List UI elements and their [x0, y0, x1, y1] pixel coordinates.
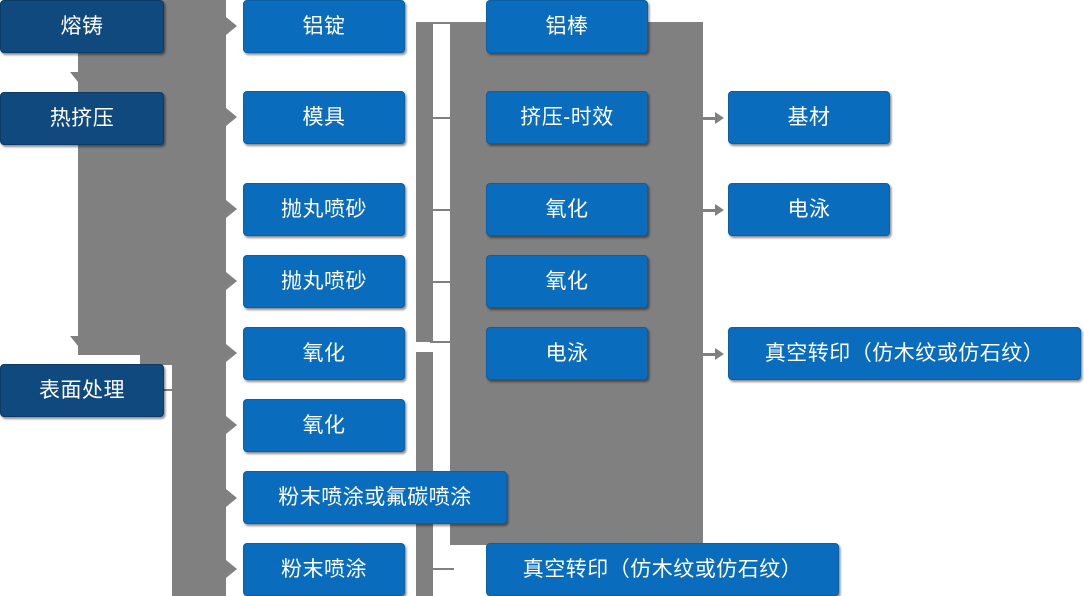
- left-connector-band-lower: [172, 355, 226, 596]
- node-label: 电泳: [787, 198, 831, 221]
- node-electrophoresis-col3[interactable]: 电泳: [486, 327, 648, 380]
- arrow-to-substrate: [703, 109, 724, 127]
- node-label: 铝棒: [545, 15, 589, 38]
- node-label: 挤压-时效: [520, 106, 614, 129]
- node-shot-blasting-2[interactable]: 抛丸喷砂: [243, 255, 405, 308]
- bridge-line-1: [430, 22, 454, 24]
- node-label: 基材: [787, 106, 831, 129]
- node-oxidation-col3-1[interactable]: 氧化: [486, 183, 648, 236]
- middle-narrow-bar-upper: [416, 22, 433, 342]
- arrow-head-icon: [715, 204, 724, 216]
- arrow-to-vacuum-transfer: [703, 345, 724, 363]
- node-label: 氧化: [545, 198, 589, 221]
- arrow-shaft: [703, 116, 715, 120]
- bridge-line-3: [430, 209, 454, 211]
- bridge-line-2: [430, 117, 454, 119]
- node-aluminum-ingot[interactable]: 铝锭: [243, 0, 405, 53]
- left-connector-band-upper: [78, 0, 226, 355]
- bridge-line-6: [430, 568, 454, 570]
- arrow-to-electrophoresis: [703, 201, 724, 219]
- left-connector-stub-surface: [140, 355, 172, 365]
- node-vacuum-transfer-col3[interactable]: 真空转印（仿木纹或仿石纹）: [486, 543, 839, 596]
- down-arrow-extrude-to-surface: [70, 336, 86, 346]
- left-band-arrow-2: [226, 108, 237, 126]
- bridge-line-5: [430, 341, 454, 343]
- node-label: 氧化: [302, 342, 346, 365]
- node-label: 抛丸喷砂: [281, 198, 367, 221]
- left-band-arrow-3: [226, 200, 237, 218]
- node-stage-surface-treatment[interactable]: 表面处理: [0, 364, 164, 417]
- node-shot-blasting-1[interactable]: 抛丸喷砂: [243, 183, 405, 236]
- node-stage-melting-casting[interactable]: 熔铸: [0, 0, 164, 53]
- down-arrow-melt-to-extrude: [70, 72, 86, 82]
- node-label: 热挤压: [49, 107, 115, 130]
- node-vacuum-transfer-col4[interactable]: 真空转印（仿木纹或仿石纹）: [728, 327, 1081, 380]
- left-band-arrow-6: [226, 416, 237, 434]
- node-stage-hot-extrusion[interactable]: 热挤压: [0, 92, 164, 145]
- node-label: 氧化: [545, 270, 589, 293]
- node-mold[interactable]: 模具: [243, 91, 405, 144]
- node-label: 电泳: [545, 342, 589, 365]
- node-oxidation-col2-2[interactable]: 氧化: [243, 399, 405, 452]
- node-extrusion-aging[interactable]: 挤压-时效: [486, 91, 648, 144]
- node-powder-or-fluorocarbon-spray[interactable]: 粉末喷涂或氟碳喷涂: [243, 471, 507, 524]
- node-label: 抛丸喷砂: [281, 270, 367, 293]
- left-band-arrow-1: [226, 17, 237, 35]
- arrow-head-icon: [715, 112, 724, 124]
- node-oxidation-col3-2[interactable]: 氧化: [486, 255, 648, 308]
- bridge-line-4: [430, 281, 454, 283]
- node-label: 真空转印（仿木纹或仿石纹）: [522, 558, 803, 581]
- arrow-head-icon: [715, 348, 724, 360]
- surface-treat-connector-line: [164, 389, 178, 391]
- left-band-arrow-5: [226, 344, 237, 362]
- node-powder-spray[interactable]: 粉末喷涂: [243, 543, 405, 596]
- node-label: 模具: [302, 106, 346, 129]
- node-label: 粉末喷涂: [281, 558, 367, 581]
- left-band-arrow-4: [226, 272, 237, 290]
- node-label: 真空转印（仿木纹或仿石纹）: [764, 342, 1045, 365]
- left-band-arrow-8: [226, 560, 237, 578]
- arrow-shaft: [703, 208, 715, 212]
- node-aluminum-bar[interactable]: 铝棒: [486, 0, 648, 53]
- node-label: 氧化: [302, 414, 346, 437]
- left-band-arrow-7: [226, 489, 237, 507]
- node-oxidation-col2-1[interactable]: 氧化: [243, 327, 405, 380]
- node-label: 表面处理: [39, 379, 125, 402]
- node-electrophoresis-col4[interactable]: 电泳: [728, 183, 890, 236]
- arrow-shaft: [703, 352, 715, 356]
- node-label: 粉末喷涂或氟碳喷涂: [278, 486, 472, 509]
- node-label: 铝锭: [302, 15, 346, 38]
- node-label: 熔铸: [60, 15, 104, 38]
- node-substrate[interactable]: 基材: [728, 91, 890, 144]
